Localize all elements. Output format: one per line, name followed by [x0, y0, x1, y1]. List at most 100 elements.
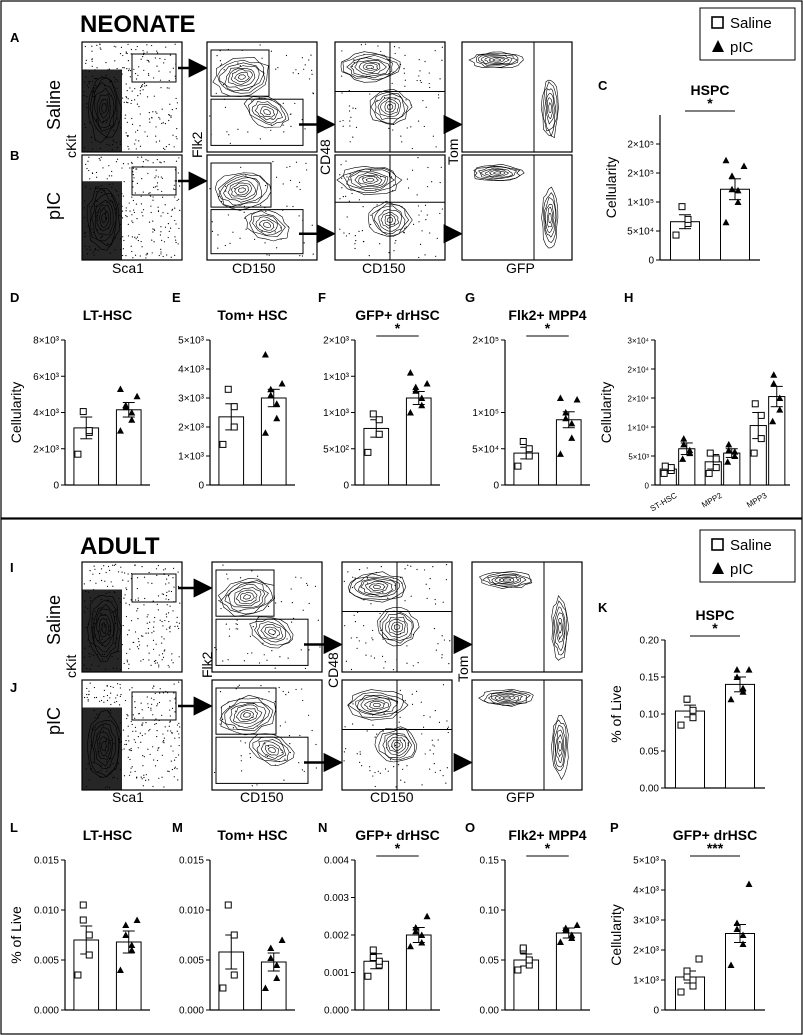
- axis-label-gfp: GFP: [506, 789, 535, 805]
- contour-line: [555, 729, 565, 764]
- event-dot: [272, 161, 274, 163]
- event-dot: [417, 662, 419, 664]
- event-dot: [148, 192, 150, 195]
- panel-letter-o: O: [465, 820, 475, 835]
- event-dot: [424, 60, 426, 63]
- event-dot: [155, 718, 157, 720]
- event-dot: [174, 236, 176, 238]
- contour-line: [502, 696, 511, 700]
- event-dot: [136, 646, 139, 648]
- saline-point: [706, 449, 714, 457]
- contour-line: [89, 77, 118, 138]
- contour-line: [557, 618, 563, 641]
- pic-point: [745, 880, 753, 887]
- event-dot: [106, 694, 109, 697]
- event-dot: [126, 216, 128, 218]
- event-dot: [432, 744, 434, 746]
- event-dot: [150, 697, 153, 699]
- x-tick-label: MPP2: [700, 491, 724, 510]
- event-dot: [143, 82, 146, 84]
- event-dot: [433, 627, 436, 630]
- event-dot: [156, 158, 158, 161]
- event-dot: [84, 45, 86, 48]
- event-dot: [161, 642, 163, 644]
- event-dot: [285, 694, 287, 696]
- event-dot: [130, 747, 132, 750]
- chart-title: Flk2+ MPP4: [508, 827, 586, 843]
- event-dot: [376, 99, 378, 101]
- y-tick-label: 1×10³: [323, 408, 350, 419]
- event-dot: [394, 242, 396, 244]
- event-dot: [411, 703, 414, 705]
- event-dot: [156, 662, 158, 664]
- event-dot: [270, 599, 272, 601]
- event-dot: [388, 73, 390, 75]
- event-dot: [176, 730, 178, 732]
- event-dot: [156, 759, 159, 762]
- event-dot: [303, 68, 305, 70]
- event-dot: [140, 660, 142, 662]
- event-dot: [249, 756, 252, 759]
- event-dot: [350, 637, 352, 639]
- event-dot: [134, 72, 137, 75]
- contour-line: [251, 101, 283, 124]
- event-dot: [169, 721, 171, 723]
- event-dot: [266, 755, 269, 758]
- contour-line: [378, 209, 402, 232]
- event-dot: [300, 577, 302, 579]
- event-dot: [136, 45, 138, 48]
- event-dot: [282, 102, 284, 104]
- contour-line: [393, 741, 401, 748]
- pic-point: [770, 371, 778, 378]
- event-dot: [135, 148, 137, 150]
- event-dot: [131, 723, 133, 726]
- event-dot: [152, 231, 154, 233]
- event-dot: [278, 686, 280, 689]
- contour-line: [252, 736, 290, 762]
- event-dot: [429, 749, 431, 751]
- event-dot: [127, 223, 129, 226]
- event-dot: [148, 118, 151, 120]
- event-dot: [173, 692, 175, 694]
- pic-point: [122, 931, 130, 938]
- event-dot: [393, 766, 395, 768]
- event-dot: [420, 81, 422, 84]
- event-dot: [141, 565, 143, 568]
- saline-point: [689, 982, 697, 990]
- event-dot: [393, 45, 396, 48]
- event-dot: [137, 618, 139, 620]
- event-dot: [160, 176, 162, 178]
- event-dot: [121, 217, 124, 219]
- event-dot: [243, 660, 245, 662]
- event-dot: [134, 192, 136, 194]
- event-dot: [135, 203, 138, 205]
- event-dot: [424, 254, 426, 256]
- contour-line: [385, 733, 410, 757]
- event-dot: [416, 568, 418, 571]
- pic-point: [733, 925, 741, 932]
- event-dot: [125, 214, 127, 217]
- event-dot: [286, 166, 288, 168]
- event-dot: [153, 699, 155, 701]
- saline-point: [230, 423, 238, 431]
- event-dot: [417, 120, 420, 122]
- pic-point: [739, 684, 747, 692]
- event-dot: [123, 662, 125, 665]
- contour-line: [368, 700, 386, 710]
- gate: [210, 162, 272, 208]
- event-dot: [155, 141, 157, 143]
- event-dot: [253, 702, 255, 705]
- event-dot: [135, 78, 138, 80]
- event-dot: [162, 741, 164, 743]
- contour-line: [346, 168, 395, 192]
- legend-pic-label: pIC: [730, 39, 754, 56]
- contour-line: [96, 204, 112, 232]
- event-dot: [142, 50, 144, 52]
- panel-letter-a: A: [10, 30, 20, 45]
- event-dot: [277, 67, 279, 69]
- event-dot: [441, 654, 443, 656]
- event-dot: [124, 117, 126, 119]
- contour-line: [360, 579, 393, 595]
